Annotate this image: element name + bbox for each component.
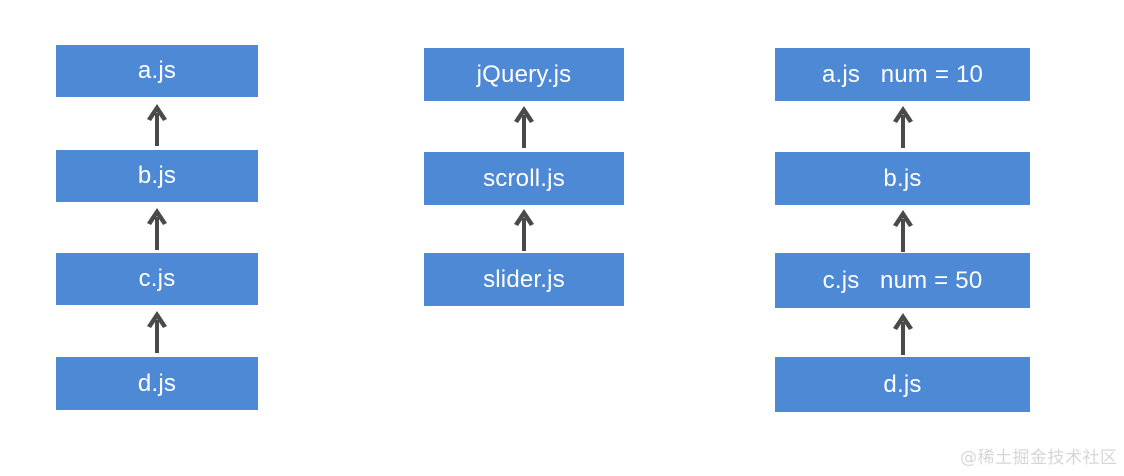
diagram-column-library-modules: jQuery.js scroll.js slider.js — [424, 0, 624, 476]
module-box-label: b.js — [137, 162, 177, 189]
module-box[interactable]: d.js — [56, 357, 258, 410]
dependency-arrow-up-icon — [147, 104, 167, 146]
module-box-label: d.js — [883, 370, 922, 398]
diagram-column-modules-with-values: a.js num = 10 b.js c.js num = 50 d.js — [775, 0, 1030, 476]
module-box[interactable]: a.js num = 10 — [775, 48, 1030, 101]
module-box-label: b.js — [883, 164, 922, 192]
module-box-label: c.js num = 50 — [822, 266, 983, 294]
module-box-label: d.js — [137, 369, 177, 397]
module-box[interactable]: jQuery.js — [424, 48, 624, 101]
dependency-arrow-up-icon — [514, 209, 534, 251]
module-box-label: a.js num = 10 — [821, 60, 984, 88]
watermark: @稀土掘金技术社区 — [960, 448, 1118, 468]
module-box-label: c.js — [138, 265, 176, 292]
dependency-arrow-up-icon — [892, 210, 913, 252]
dependency-arrow-up-icon — [514, 106, 534, 148]
module-box[interactable]: scroll.js — [424, 152, 624, 205]
module-box[interactable]: c.js num = 50 — [775, 253, 1030, 308]
module-box[interactable]: a.js — [56, 45, 258, 97]
dependency-arrow-up-icon — [147, 311, 167, 353]
diagram-column-generic-modules: a.js b.js c.js d.js — [56, 0, 258, 476]
module-box[interactable]: d.js — [775, 357, 1030, 412]
module-box[interactable]: slider.js — [424, 253, 624, 306]
module-box[interactable]: b.js — [56, 150, 258, 202]
module-box[interactable]: b.js — [775, 152, 1030, 205]
module-box-label: jQuery.js — [476, 60, 572, 88]
dependency-arrow-up-icon — [147, 208, 167, 250]
dependency-arrow-up-icon — [892, 313, 913, 355]
module-box-label: slider.js — [483, 265, 565, 293]
module-box[interactable]: c.js — [56, 253, 258, 305]
dependency-arrow-up-icon — [892, 106, 913, 148]
module-box-label: scroll.js — [483, 164, 565, 192]
module-box-label: a.js — [137, 57, 177, 84]
